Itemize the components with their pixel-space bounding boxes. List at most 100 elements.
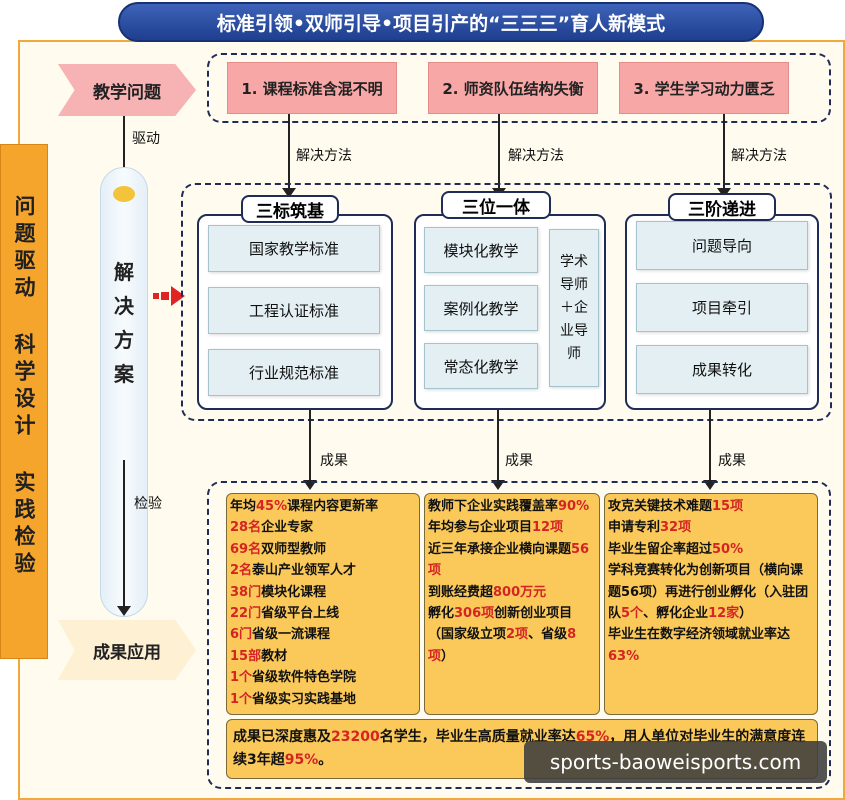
highlight-value: 1个 (230, 670, 253, 686)
result-tag: 成果应用 (58, 620, 196, 680)
result-text: 毕业生在数字经济领域就业率达 (608, 627, 791, 643)
side-band-text: 问题驱动 科学设计 实践检验 (12, 195, 36, 579)
highlight-value: 306项 (454, 606, 495, 622)
result-text: 模块化课程 (261, 584, 327, 600)
result-text: 课程内容更新率 (287, 499, 379, 514)
highlight-value: 90% (558, 499, 590, 514)
result-box-3: 攻克关键技术难题15项申请专利32项毕业生留企率超过50%学科竞赛转化为创新项目… (604, 493, 818, 715)
result-text: 近三年承接企业横向课题 (428, 541, 572, 557)
result-box-2: 教师下企业实践覆盖率90%年均参与企业项目12项近三年承接企业横向课题56项到账… (424, 493, 600, 715)
result-line: 到账经费超800万元 (428, 582, 596, 603)
result-text: ） (739, 606, 753, 622)
check-label: 检验 (134, 496, 162, 512)
method-industry-standard: 行业规范标准 (208, 349, 380, 396)
result-text: 省级一流课程 (252, 627, 331, 643)
result-text: 创新创业项目（国家级立项 (428, 606, 573, 643)
result-text: 企业专家 (261, 520, 314, 536)
highlight-value: 15项 (712, 499, 744, 514)
result-line: 1个省级实习实践基地 (230, 689, 416, 710)
dual-mentor-box: 学术导师＋企业导师 (549, 229, 599, 387)
result-line: 69名双师型教师 (230, 539, 416, 560)
outcome-arrowhead-1 (303, 480, 317, 490)
highlight-value: 23200 (331, 729, 380, 745)
result-line: 申请专利32项 (608, 517, 814, 538)
result-line: 孵化306项创新创业项目（国家级立项2项、省级8项） (428, 603, 596, 667)
group-title-integration: 三位一体 (441, 191, 551, 219)
solve-line-1 (288, 114, 290, 192)
result-text: 双师型教师 (261, 541, 327, 557)
side-band: 问题驱动 科学设计 实践检验 (0, 144, 48, 659)
solve-line-3 (723, 114, 725, 192)
result-text: 。 (318, 752, 333, 768)
solution-label: 解决方案 (114, 260, 134, 386)
red-arrow-icon (153, 285, 187, 307)
highlight-value: 45% (256, 499, 288, 514)
highlight-value: 56项 (428, 541, 590, 579)
result-text: 学科竞赛转化为创新项目（横向课题56项）再进行创业孵化（入驻团队 (608, 563, 809, 622)
highlight-value: 28名 (230, 520, 262, 536)
result-text: ） (441, 648, 455, 664)
problem-box-2: 2. 师资队伍结构失衡 (428, 62, 598, 114)
solve-arrowhead-1 (282, 188, 296, 198)
result-line: 教师下企业实践覆盖率90% (428, 496, 596, 517)
outcome-label-3: 成果 (718, 453, 746, 469)
result-line: 1个省级软件特色学院 (230, 667, 416, 688)
drive-label: 驱动 (132, 131, 160, 147)
result-text: 毕业生留企率超过 (608, 541, 713, 557)
problems-frame (207, 53, 831, 123)
result-text: 省级平台上线 (261, 606, 340, 622)
result-line: 6门省级一流课程 (230, 624, 416, 645)
result-line: 毕业生在数字经济领域就业率达 63% (608, 624, 814, 667)
group-title-progression: 三阶递进 (668, 193, 776, 221)
result-line: 近三年承接企业横向课题56项 (428, 539, 596, 582)
highlight-value: 6门 (230, 627, 253, 643)
result-text: 孵化 (428, 606, 455, 622)
problem-box-1: 1. 课程标准含混不明 (227, 62, 397, 114)
highlight-value: 1个 (230, 691, 253, 707)
method-problem-oriented: 问题导向 (636, 221, 808, 270)
highlight-value: 15部 (230, 648, 262, 664)
solve-label-2: 解决方法 (508, 148, 564, 164)
problem-box-3: 3. 学生学习动力匮乏 (619, 62, 789, 114)
highlight-value: 32项 (660, 520, 692, 536)
check-arrowhead (117, 606, 131, 616)
result-line: 年均参与企业项目12项 (428, 517, 596, 538)
outcome-arrowhead-2 (491, 480, 505, 490)
method-project-driven: 项目牵引 (636, 283, 808, 332)
method-engineering-standard: 工程认证标准 (208, 287, 380, 334)
highlight-value: 69名 (230, 541, 262, 557)
highlight-value: 2项 (506, 627, 529, 643)
result-line: 攻克关键技术难题15项 (608, 496, 814, 517)
result-text: 申请专利 (608, 520, 661, 536)
result-text: 成果已深度惠及 (233, 729, 331, 745)
group-title-standards: 三标筑基 (241, 195, 339, 223)
result-line: 28名企业专家 (230, 517, 416, 538)
solutions-frame (181, 183, 832, 421)
highlight-value: 800万元 (493, 584, 547, 600)
result-line: 年均45%课程内容更新率 (230, 496, 416, 517)
outcome-label-1: 成果 (320, 453, 348, 469)
highlight-value: 22门 (230, 606, 262, 622)
highlight-value: 12项 (532, 520, 564, 536)
result-text: 省级实习实践基地 (252, 691, 357, 707)
result-text: 省级软件特色学院 (252, 670, 357, 686)
highlight-value: 12家 (708, 606, 740, 622)
highlight-value: 38门 (230, 584, 262, 600)
result-line: 15部教材 (230, 646, 416, 667)
result-text: 教材 (261, 648, 288, 664)
highlight-value: 50% (712, 541, 744, 557)
result-text: 、孵化企业 (643, 606, 709, 622)
solve-label-1: 解决方法 (296, 148, 352, 164)
result-line: 毕业生留企率超过50% (608, 539, 814, 560)
method-result-transfer: 成果转化 (636, 345, 808, 394)
solve-line-2 (498, 114, 500, 192)
result-text: 到账经费超 (428, 584, 494, 600)
outcome-label-2: 成果 (505, 453, 533, 469)
pillar-dot (113, 186, 135, 202)
method-modular: 模块化教学 (424, 227, 538, 273)
problem-tag: 教学问题 (58, 64, 196, 116)
check-line (123, 460, 125, 610)
highlight-value: 63% (608, 648, 640, 664)
result-line: 22门省级平台上线 (230, 603, 416, 624)
